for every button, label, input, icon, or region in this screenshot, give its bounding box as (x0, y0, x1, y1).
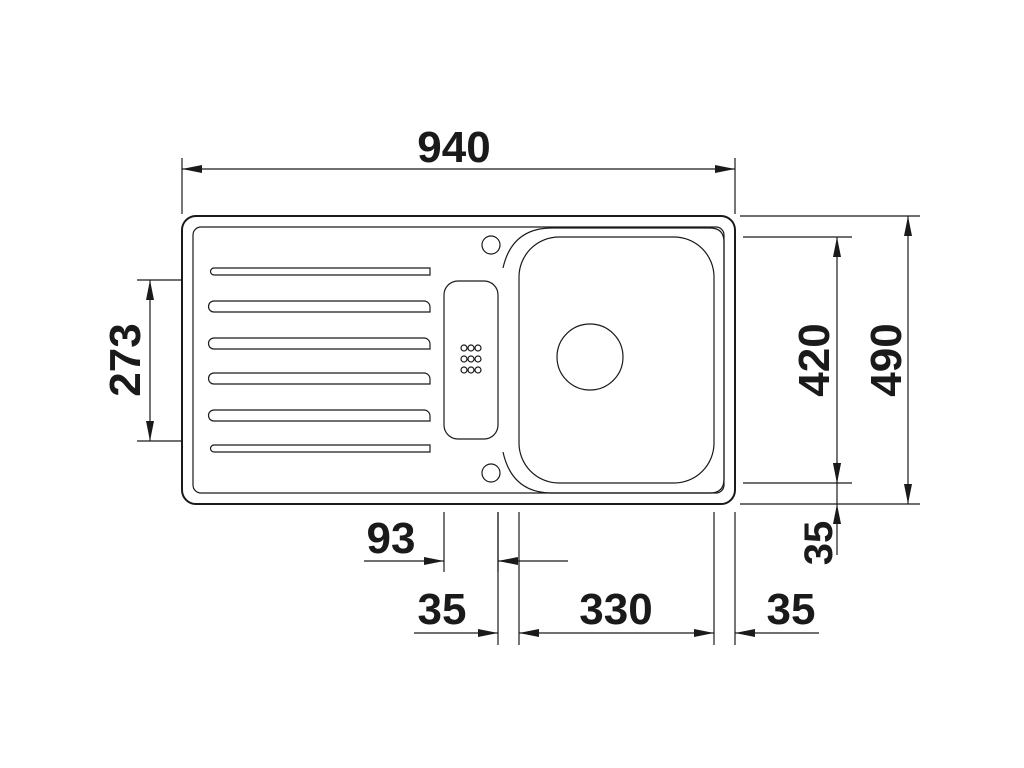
sink-outline (181, 215, 736, 505)
bowl-basin (518, 236, 715, 484)
tap-hole-bottom (481, 463, 501, 483)
dimension-bottom-chain: 35 330 35 (414, 512, 819, 645)
drainer-groove (207, 372, 431, 385)
overflow-slot (443, 280, 499, 440)
dimension-label-overall-width: 940 (417, 123, 490, 172)
sink-inner-rim (192, 226, 725, 494)
drainer-groove (209, 444, 431, 453)
drainer-groove (207, 337, 431, 350)
sink-outer-rim (181, 215, 736, 505)
dimension-label-bowl-front-offset: 35 (797, 521, 841, 566)
dimension-label-bowl-depth: 420 (790, 323, 839, 396)
dimension-label-drainer-depth: 273 (101, 323, 150, 396)
drainer-groove (209, 267, 431, 276)
tap-hole-top (481, 235, 501, 255)
dimension-label-overall-depth: 490 (862, 323, 911, 396)
dimension-label-left-margin: 35 (418, 585, 467, 634)
dimension-overall-depth: 490 (740, 215, 920, 505)
dimension-label-bowl-width: 330 (579, 585, 652, 634)
dimension-overall-width: 940 (181, 123, 736, 214)
sink-bowl (502, 227, 725, 494)
drainer-groove (207, 409, 431, 422)
drain-hole (556, 323, 624, 391)
dimension-label-right-margin: 35 (767, 585, 816, 634)
drainer-groove (207, 300, 431, 313)
dimension-overflow-offset: 93 (364, 512, 568, 572)
dimension-label-overflow-offset: 93 (367, 514, 416, 563)
dimension-bowl-depth: 420 (743, 236, 852, 484)
bowl-surround (502, 227, 725, 494)
overflow-slot-outline (443, 280, 499, 440)
dimension-drainer-depth: 273 (101, 279, 182, 442)
drainer-board (207, 267, 431, 453)
overflow-grille-icon (460, 344, 482, 374)
dimension-bowl-front-offset: 35 (797, 462, 841, 565)
